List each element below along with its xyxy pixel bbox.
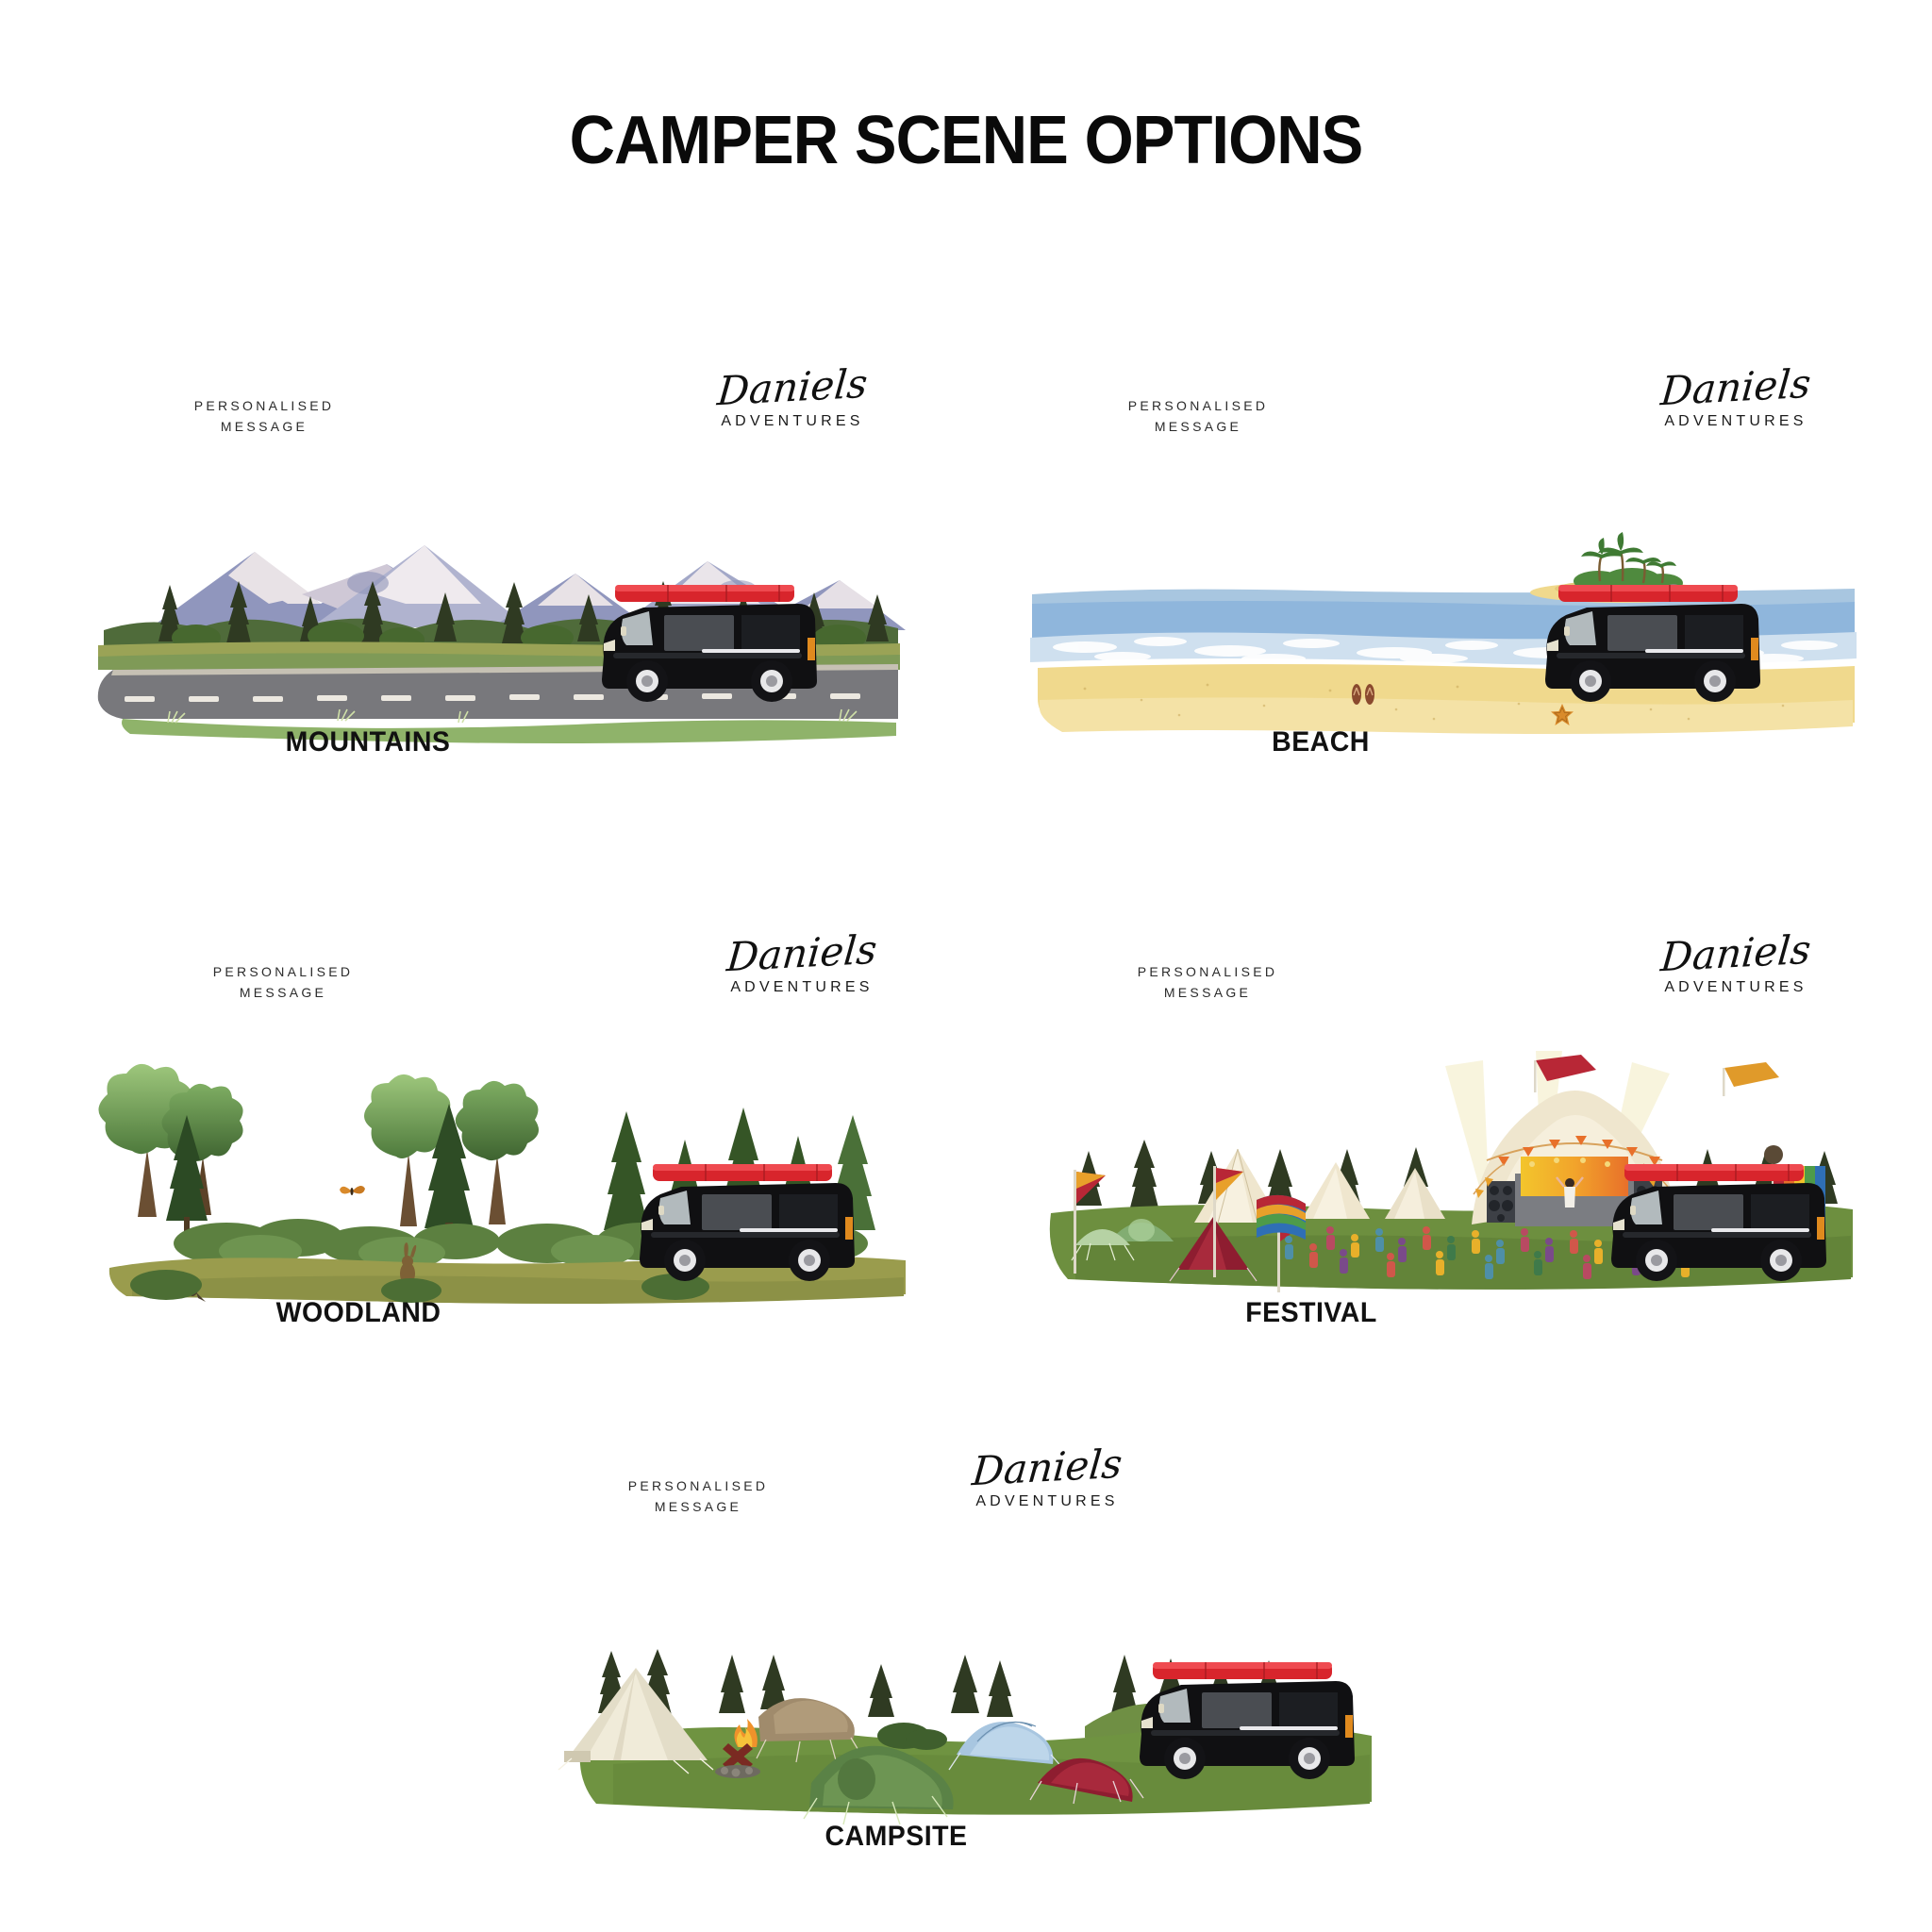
brand-script-text: Daniels — [1658, 925, 1813, 981]
brand-logo-woodland: Daniels ADVENTURES — [698, 926, 906, 996]
flip-flops-icon — [1352, 684, 1374, 705]
brand-logo-mountains: Daniels ADVENTURES — [689, 360, 896, 430]
scene-card-mountains[interactable]: PERSONALISED MESSAGE Daniels ADVENTURES — [85, 358, 915, 758]
scene-card-beach[interactable]: PERSONALISED MESSAGE Daniels ADVENTURES — [1028, 358, 1858, 758]
brand-logo-beach: Daniels ADVENTURES — [1632, 360, 1840, 430]
brand-sub-text: ADVENTURES — [721, 413, 864, 429]
brand-sub-text: ADVENTURES — [975, 1493, 1119, 1509]
camper-van-mountains — [602, 585, 817, 702]
brand-sub-text: ADVENTURES — [730, 979, 874, 995]
scene-label-beach: BEACH — [1272, 726, 1370, 758]
scene-label-mountains: MOUNTAINS — [285, 726, 451, 758]
page-title: CAMPER SCENE OPTIONS — [569, 103, 1364, 178]
scene-label-festival: FESTIVAL — [1245, 1297, 1377, 1328]
camper-van-beach — [1545, 585, 1760, 702]
camper-van-festival — [1611, 1164, 1826, 1281]
brand-script-text: Daniels — [1658, 359, 1813, 415]
personalised-message-beach: PERSONALISED MESSAGE — [1127, 398, 1269, 434]
scene-art-woodland — [98, 1063, 907, 1304]
camper-van-woodland — [640, 1164, 855, 1281]
scene-card-campsite[interactable]: PERSONALISED MESSAGE Daniels ADVENTURES — [557, 1441, 1387, 1868]
campfire — [715, 1719, 760, 1778]
scene-label-campsite: CAMPSITE — [824, 1821, 968, 1852]
personalised-message-campsite: PERSONALISED MESSAGE — [627, 1478, 769, 1514]
scene-art-beach — [1030, 532, 1857, 734]
starfish-icon — [1551, 704, 1574, 725]
brand-script-text: Daniels — [724, 925, 879, 981]
scene-art-mountains — [97, 545, 906, 743]
brand-sub-text: ADVENTURES — [1664, 979, 1807, 995]
brand-script-text: Daniels — [970, 1440, 1124, 1495]
camper-van-campsite — [1140, 1662, 1355, 1779]
scene-card-festival[interactable]: PERSONALISED MESSAGE Daniels ADVENTURES — [1019, 926, 1868, 1358]
scene-card-woodland[interactable]: PERSONALISED MESSAGE Daniels ADVENTURES — [75, 926, 924, 1358]
bell-tent — [558, 1668, 714, 1774]
butterfly-icon — [340, 1185, 365, 1195]
brand-script-text: Daniels — [715, 359, 870, 415]
brand-logo-campsite: Daniels ADVENTURES — [943, 1441, 1151, 1510]
scene-art-campsite — [558, 1649, 1372, 1825]
brand-sub-text: ADVENTURES — [1664, 413, 1807, 429]
personalised-message-woodland: PERSONALISED MESSAGE — [212, 964, 354, 1000]
scene-art-festival — [1049, 1051, 1853, 1292]
brand-logo-festival: Daniels ADVENTURES — [1632, 926, 1840, 996]
scene-label-woodland: WOODLAND — [275, 1297, 441, 1328]
personalised-message-festival: PERSONALISED MESSAGE — [1137, 964, 1278, 1000]
personalised-message-mountains: PERSONALISED MESSAGE — [193, 398, 335, 434]
